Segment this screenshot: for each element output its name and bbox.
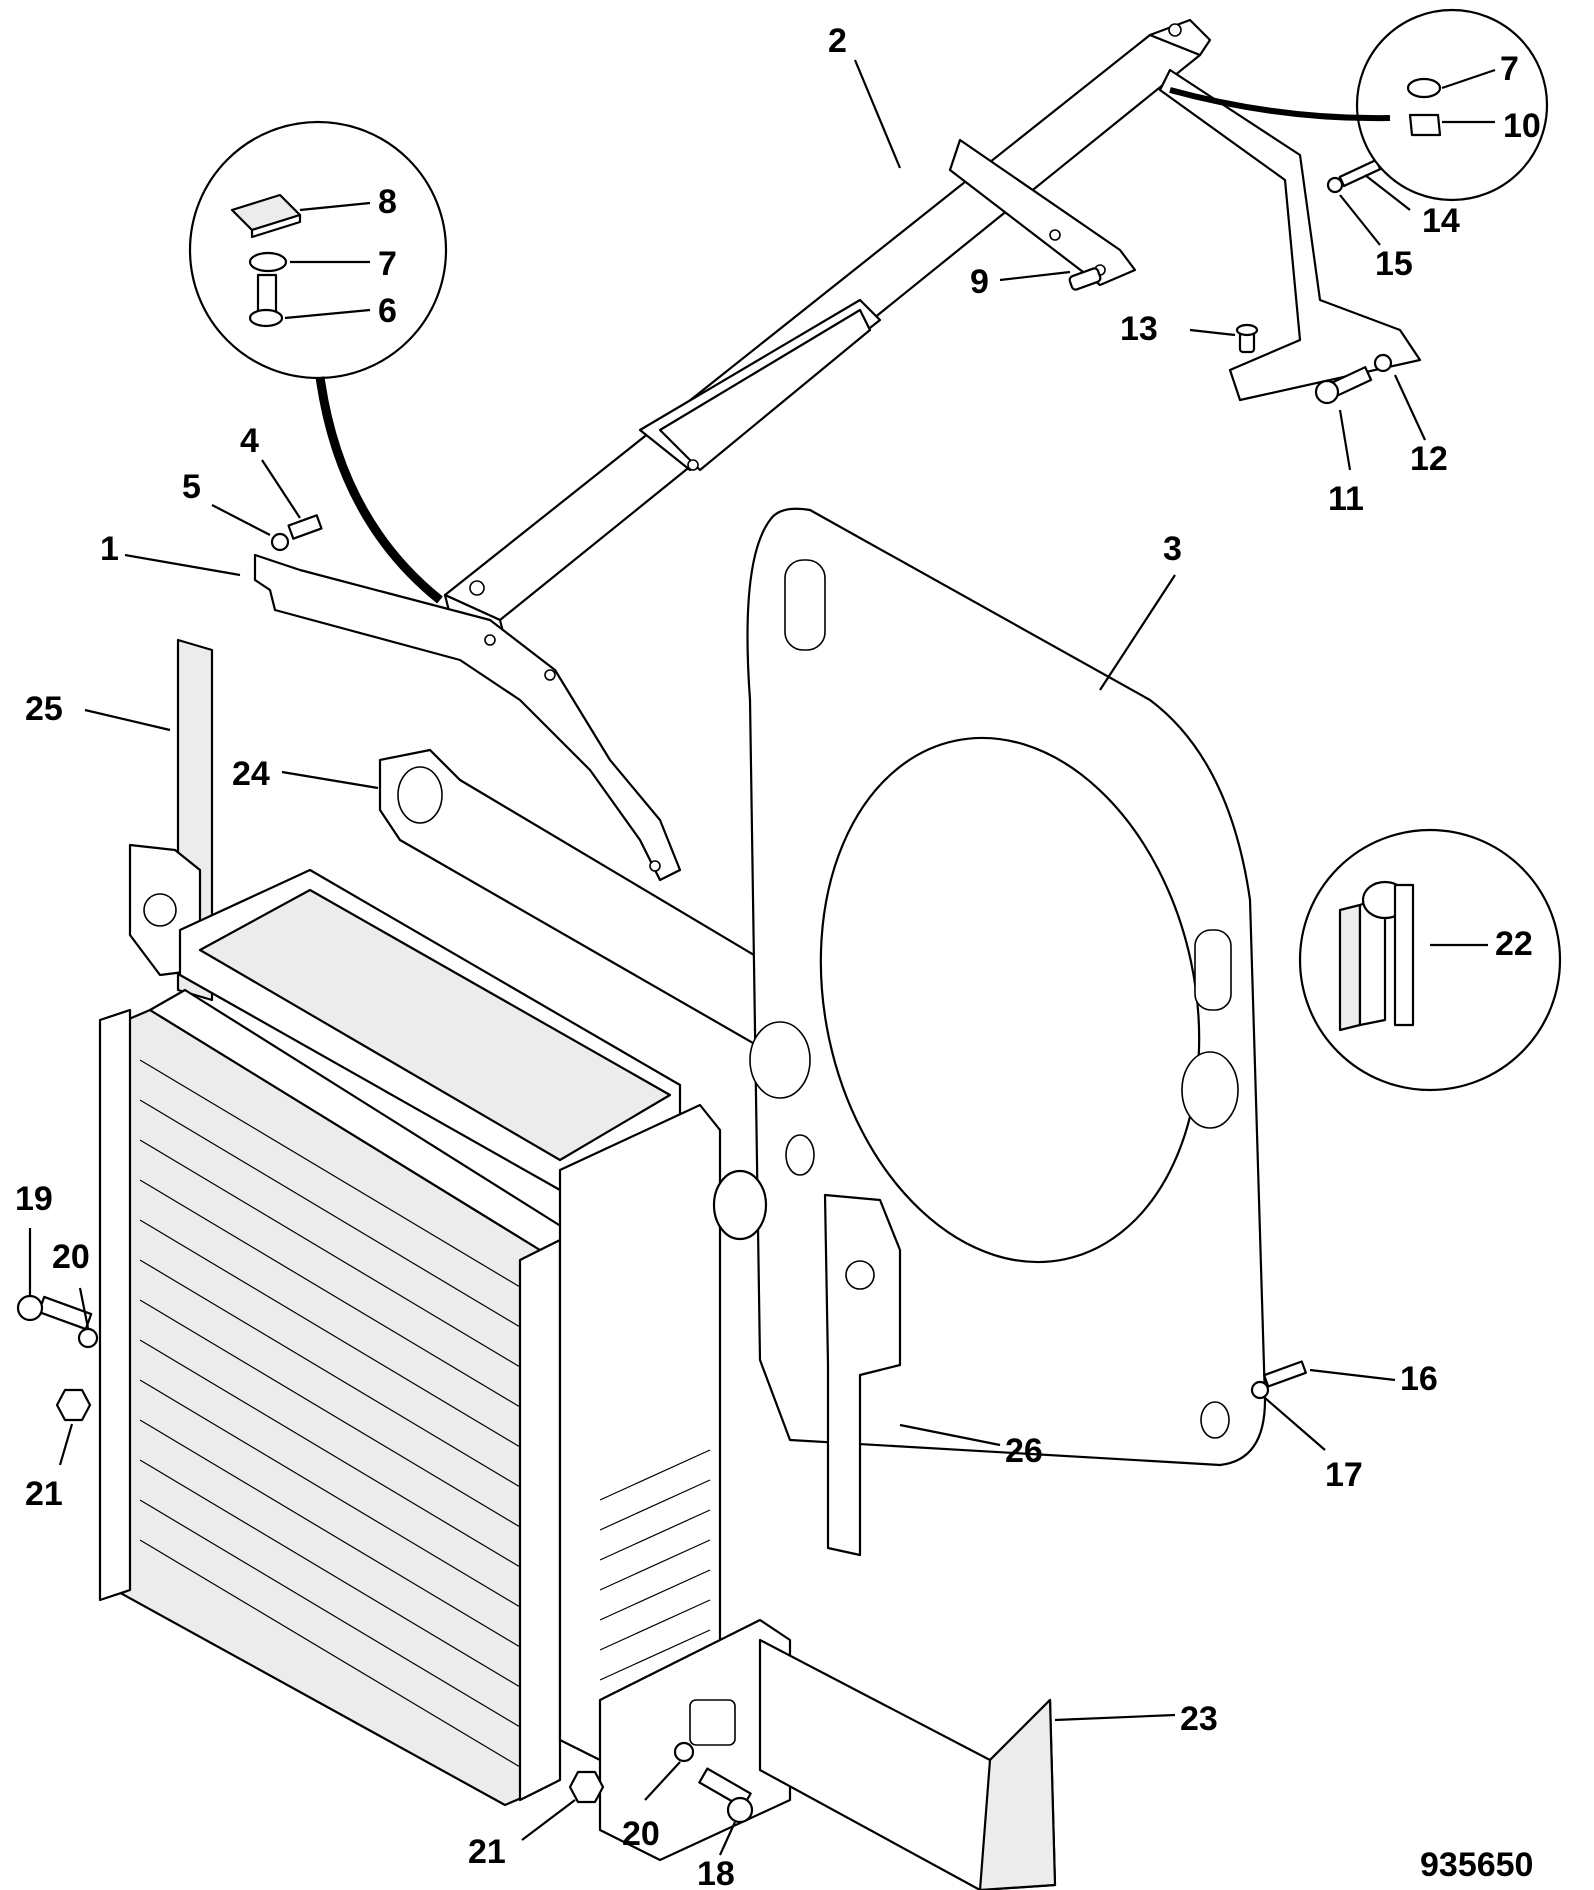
fasteners [16,158,1393,1824]
detail-leader-right [1169,87,1391,122]
callout-23: 23 [1180,1700,1218,1738]
callout-11: 11 [1328,480,1364,518]
diagram-reference-number: 935650 [1420,1846,1533,1884]
callout-21-left: 21 [25,1475,63,1513]
callout-2: 2 [828,22,847,60]
part-23-lower-shield [758,1638,1057,1890]
callout-12: 12 [1410,440,1448,478]
callouts: 1 2 3 4 5 6 7 7 8 9 10 11 12 13 14 15 16… [15,22,1541,1890]
part-3-fan-shroud [746,507,1267,1467]
detail-seal-profile [1298,828,1562,1092]
callout-6: 6 [378,292,397,330]
callout-15: 15 [1375,245,1413,283]
radiator-assembly [98,868,792,1862]
callout-26: 26 [1005,1432,1043,1470]
callout-7-left: 7 [378,245,397,283]
callout-20-bottom: 20 [622,1815,660,1853]
callout-17: 17 [1325,1456,1363,1494]
leader-lines [28,59,1426,1856]
callout-3: 3 [1163,530,1182,568]
callout-20-left: 20 [52,1238,90,1276]
part-26-seal-strip [823,1193,902,1557]
callout-4: 4 [240,422,259,460]
detail-fasteners-right [1355,8,1549,202]
callout-9: 9 [970,263,989,301]
callout-18: 18 [697,1855,735,1890]
detail-leader-left [315,376,443,604]
part-2-upper-frame [443,18,1422,642]
tank-ribs [599,1449,711,1681]
callout-14: 14 [1422,202,1460,240]
callout-1: 1 [100,530,119,568]
callout-24: 24 [232,755,270,793]
callout-7-right: 7 [1500,50,1519,88]
callout-10: 10 [1503,107,1541,145]
callout-22: 22 [1495,925,1533,963]
callout-19: 19 [15,1180,53,1218]
callout-13: 13 [1120,310,1158,348]
callout-25: 25 [25,690,63,728]
callout-21-bottom: 21 [468,1833,506,1871]
radiator-fins [139,1059,526,1771]
callout-5: 5 [182,468,201,506]
detail-fasteners-left [188,120,448,380]
part-1-left-bracket [253,553,682,882]
callout-16: 16 [1400,1360,1438,1398]
callout-8: 8 [378,183,397,221]
